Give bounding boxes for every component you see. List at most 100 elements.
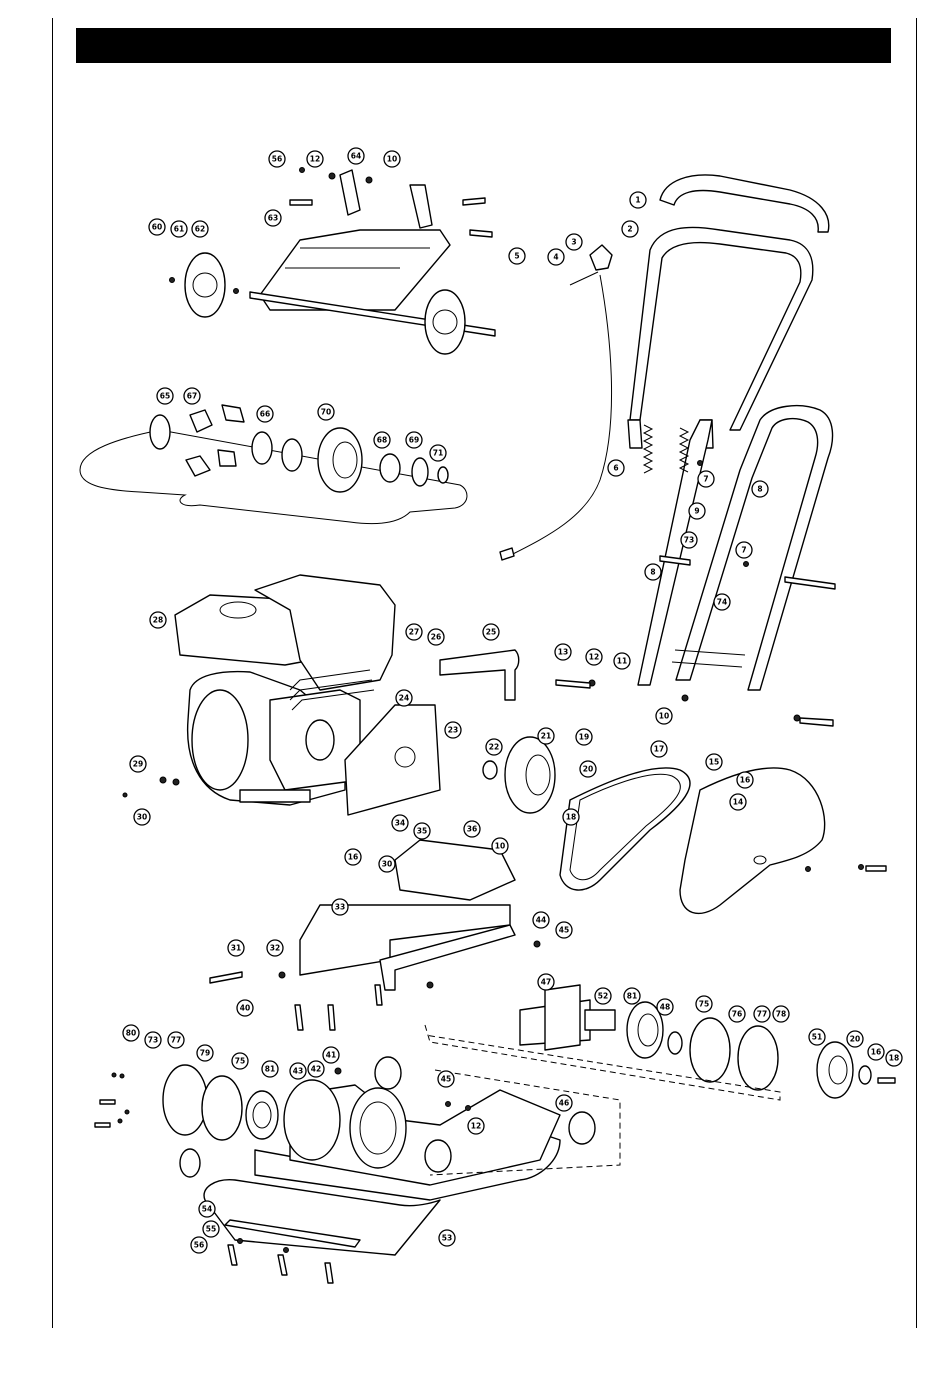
callout-31: 31 xyxy=(228,940,244,956)
callout-number: 48 xyxy=(660,1003,670,1012)
callout-number: 80 xyxy=(126,1029,136,1038)
callout-7: 7 xyxy=(698,471,714,487)
callout-number: 79 xyxy=(200,1049,210,1058)
callout-75: 75 xyxy=(232,1053,248,1069)
callout-number: 23 xyxy=(448,726,458,735)
callout-44: 44 xyxy=(533,912,549,928)
callout-81: 81 xyxy=(262,1061,278,1077)
throttle-lever xyxy=(500,245,612,560)
callout-number: 74 xyxy=(717,598,727,607)
handle-springs xyxy=(644,425,688,473)
callout-number: 22 xyxy=(489,743,499,752)
callout-number: 18 xyxy=(889,1054,899,1063)
callout-9: 9 xyxy=(689,503,705,519)
callout-number: 42 xyxy=(311,1065,321,1074)
fuel-line xyxy=(440,650,519,700)
callout-27: 27 xyxy=(406,624,422,640)
callout-19: 19 xyxy=(576,729,592,745)
callout-30: 30 xyxy=(379,856,395,872)
callout-number: 29 xyxy=(133,760,143,769)
callout-11: 11 xyxy=(614,653,630,669)
callout-12: 12 xyxy=(586,649,602,665)
callout-number: 25 xyxy=(486,628,496,637)
callout-number: 12 xyxy=(310,155,320,164)
callout-number: 12 xyxy=(589,653,599,662)
callout-61: 61 xyxy=(171,221,187,237)
callout-10: 10 xyxy=(656,708,672,724)
callout-53: 53 xyxy=(439,1230,455,1246)
callout-number: 4 xyxy=(553,253,558,262)
callout-34: 34 xyxy=(392,815,408,831)
callout-6: 6 xyxy=(608,460,624,476)
callout-42: 42 xyxy=(308,1061,324,1077)
callout-number: 20 xyxy=(850,1035,860,1044)
callout-62: 62 xyxy=(192,221,208,237)
callout-number: 62 xyxy=(195,225,205,234)
callout-number: 16 xyxy=(740,776,750,785)
callout-65: 65 xyxy=(157,388,173,404)
callout-number: 75 xyxy=(699,1000,709,1009)
callout-12: 12 xyxy=(468,1118,484,1134)
callout-number: 73 xyxy=(684,536,694,545)
callout-51: 51 xyxy=(809,1029,825,1045)
callout-number: 52 xyxy=(598,992,608,1001)
callout-number: 8 xyxy=(757,485,762,494)
callout-number: 81 xyxy=(265,1065,275,1074)
v-belt xyxy=(560,768,690,890)
callout-number: 35 xyxy=(417,827,427,836)
callout-56: 56 xyxy=(191,1237,207,1253)
callout-16: 16 xyxy=(737,772,753,788)
callout-number: 56 xyxy=(194,1241,204,1250)
callout-22: 22 xyxy=(486,739,502,755)
callout-number: 8 xyxy=(650,568,655,577)
callout-number: 47 xyxy=(541,978,551,987)
callout-number: 9 xyxy=(694,507,699,516)
callout-77: 77 xyxy=(168,1032,184,1048)
callout-29: 29 xyxy=(130,756,146,772)
handle-grip xyxy=(660,175,829,232)
callout-30: 30 xyxy=(134,809,150,825)
callout-number: 34 xyxy=(395,819,405,828)
callout-number: 3 xyxy=(571,238,576,247)
callout-45: 45 xyxy=(556,922,572,938)
callout-number: 2 xyxy=(627,225,632,234)
callout-number: 5 xyxy=(514,252,519,261)
callout-number: 14 xyxy=(733,798,743,807)
callout-number: 16 xyxy=(348,853,358,862)
callout-number: 45 xyxy=(559,926,569,935)
callout-18: 18 xyxy=(886,1050,902,1066)
callout-54: 54 xyxy=(199,1201,215,1217)
callout-16: 16 xyxy=(345,849,361,865)
callout-number: 7 xyxy=(703,475,708,484)
callout-26: 26 xyxy=(428,629,444,645)
callout-71: 71 xyxy=(430,445,446,461)
callout-number: 68 xyxy=(377,436,387,445)
handle-frame-lower xyxy=(638,406,833,690)
callout-67: 67 xyxy=(184,388,200,404)
callout-number: 30 xyxy=(382,860,392,869)
callout-number: 66 xyxy=(260,410,270,419)
callout-24: 24 xyxy=(396,690,412,706)
callout-number: 28 xyxy=(153,616,163,625)
engine-base-bracket xyxy=(300,840,515,990)
callout-number: 1 xyxy=(635,196,640,205)
callout-number: 16 xyxy=(871,1048,881,1057)
callout-75: 75 xyxy=(696,996,712,1012)
callout-8: 8 xyxy=(752,481,768,497)
callout-number: 44 xyxy=(536,916,546,925)
callout-41: 41 xyxy=(323,1047,339,1063)
callout-73: 73 xyxy=(681,532,697,548)
callout-40: 40 xyxy=(237,1000,253,1016)
callout-52: 52 xyxy=(595,988,611,1004)
callout-16: 16 xyxy=(868,1044,884,1060)
callout-79: 79 xyxy=(197,1045,213,1061)
wheel-kit xyxy=(185,170,495,354)
callout-68: 68 xyxy=(374,432,390,448)
callout-10: 10 xyxy=(492,838,508,854)
callout-78: 78 xyxy=(773,1006,789,1022)
callout-number: 64 xyxy=(351,152,361,161)
callout-45: 45 xyxy=(438,1071,454,1087)
callout-number: 56 xyxy=(272,155,282,164)
callout-3: 3 xyxy=(566,234,582,250)
callout-76: 76 xyxy=(729,1006,745,1022)
